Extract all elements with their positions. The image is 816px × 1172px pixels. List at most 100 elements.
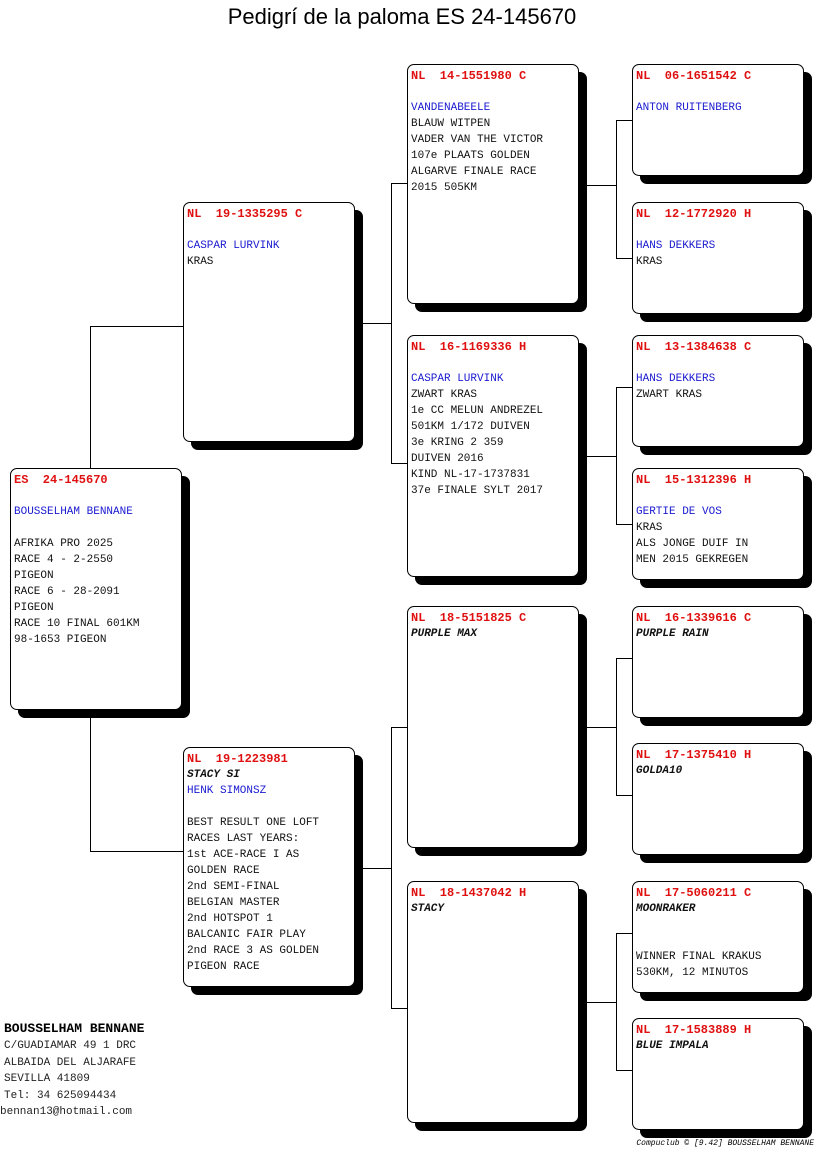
pigeon-note: DUIVEN 2016 [411, 453, 484, 465]
pigeon-note [636, 933, 800, 949]
pigeon-note: PIGEON [14, 570, 54, 582]
connector-line [391, 1008, 407, 1009]
pigeon-note [411, 84, 575, 100]
connector-line [616, 120, 617, 259]
pigeon-note: 107e PLAATS GOLDEN [411, 150, 530, 162]
ring-number: NL 16-1339616 C [636, 611, 752, 625]
breeder-address-line: ALBAIDA DEL ALJARAFE [4, 1056, 137, 1069]
breeder-name: HENK SIMONSZ [187, 785, 267, 797]
connector-line [616, 658, 632, 659]
connector-line [616, 658, 617, 796]
pigeon-name: STACY [411, 903, 445, 915]
ring-number: NL 13-1384638 C [636, 340, 752, 354]
connector-line [616, 795, 632, 796]
pigeon-note: BELGIAN MASTER [187, 897, 280, 909]
ring-number: NL 17-1375410 H [636, 748, 752, 762]
pigeon-note: 2nd SEMI-FINAL [187, 881, 280, 893]
pigeon-note: ALGARVE FINALE RACE [411, 166, 537, 178]
breeder-name: BOUSSELHAM BENNANE [14, 506, 133, 518]
pigeon-note: 2015 505KM [411, 182, 478, 194]
pigeon-note: 2nd RACE 3 AS GOLDEN [187, 945, 320, 957]
pigeon-name: BLUE IMPALA [636, 1040, 709, 1052]
connector-line [616, 120, 632, 121]
connector-line [357, 323, 391, 324]
connector-line [581, 727, 616, 728]
pigeon-note: BLAUW WITPEN [411, 118, 491, 130]
connector-line [581, 1002, 616, 1003]
connector-line [581, 185, 616, 186]
ring-number: NL 16-1169336 H [411, 340, 527, 354]
ring-number: NL 17-5060211 C [636, 886, 752, 900]
pigeon-note [187, 799, 351, 815]
pigeon-note: BALCANIC FAIR PLAY [187, 929, 306, 941]
pigeon-note [636, 84, 800, 100]
pigeon-note: RACES LAST YEARS: [187, 833, 300, 845]
pigeon-card-ggparent[interactable]: NL 17-1583889 H BLUE IMPALA [632, 1018, 804, 1130]
connector-line [616, 933, 632, 934]
breeder-email: bennan13@hotmail.com [0, 1106, 133, 1118]
breeder-address-line: SEVILLA 41809 [4, 1073, 90, 1085]
pigeon-note: KRAS [187, 256, 214, 268]
pigeon-note: KIND NL-17-1737831 [411, 469, 530, 481]
pigeon-note: 2nd HOTSPOT 1 [187, 913, 273, 925]
ring-number: NL 06-1651542 C [636, 69, 752, 83]
pigeon-name: GOLDA10 [636, 765, 683, 777]
pigeon-note [14, 488, 178, 504]
pigeon-note [636, 488, 800, 504]
connector-line [616, 524, 632, 525]
breeder-name: CASPAR LURVINK [411, 373, 504, 385]
pigeon-card-ggparent[interactable]: NL 13-1384638 C HANS DEKKERS ZWART KRAS [632, 335, 804, 447]
breeder-phone: Tel: 34 625094434 [4, 1089, 117, 1102]
pigeon-name: MOONRAKER [636, 903, 696, 915]
page-title: Pedigrí de la paloma ES 24-145670 [227, 4, 577, 29]
pigeon-note: MEN 2015 GEKREGEN [636, 554, 749, 566]
ring-number: NL 19-1223981 [187, 752, 288, 766]
pigeon-note: KRAS [636, 522, 663, 534]
pigeon-note: AFRIKA PRO 2025 [14, 538, 114, 550]
pigeon-note: 98-1653 PIGEON [14, 634, 107, 646]
pigeon-card-dam-dam[interactable]: NL 18-1437042 H STACY [407, 881, 579, 1123]
pigeon-note: ZWART KRAS [636, 389, 703, 401]
pigeon-note: VADER VAN THE VICTOR [411, 134, 544, 146]
ring-number: NL 19-1335295 C [187, 207, 303, 221]
pigeon-note: GOLDEN RACE [187, 865, 260, 877]
connector-line [90, 326, 183, 327]
pigeon-note: PIGEON RACE [187, 961, 260, 973]
connector-line [90, 851, 183, 852]
pigeon-note: RACE 6 - 28-2091 [14, 586, 120, 598]
ring-number: NL 15-1312396 H [636, 473, 752, 487]
pigeon-note: KRAS [636, 256, 663, 268]
pigeon-card-sire-dam[interactable]: NL 16-1169336 H CASPAR LURVINK ZWART KRAS 1… [407, 335, 579, 577]
connector-line [391, 183, 392, 464]
pigeon-note: BEST RESULT ONE LOFT [187, 817, 320, 829]
pigeon-note [636, 355, 800, 371]
breeder-info: BOUSSELHAM BENNANE C/GUADIAMAR 49 1 DRC … [0, 1020, 144, 1121]
connector-line [616, 387, 632, 388]
pigeon-note: 530KM, 12 MINUTOS [636, 967, 749, 979]
breeder-name: HANS DEKKERS [636, 373, 716, 385]
pigeon-card-ggparent[interactable]: NL 17-1375410 H GOLDA10 [632, 743, 804, 855]
ring-number: NL 17-1583889 H [636, 1023, 752, 1037]
ring-number: NL 18-1437042 H [411, 886, 527, 900]
pigeon-note: ZWART KRAS [411, 389, 478, 401]
pigeon-card-ggparent[interactable]: NL 16-1339616 C PURPLE RAIN [632, 606, 804, 718]
connector-line [391, 463, 407, 464]
connector-line [391, 727, 407, 728]
pigeon-note: 501KM 1/172 DUIVEN [411, 421, 530, 433]
pigeon-note: RACE 4 - 2-2550 [14, 554, 114, 566]
pigeon-name: PURPLE RAIN [636, 628, 709, 640]
pigeon-note: 1e CC MELUN ANDREZEL [411, 405, 544, 417]
pigeon-note [411, 355, 575, 371]
connector-line [616, 387, 617, 525]
pigeon-note: RACE 10 FINAL 601KM [14, 618, 140, 630]
pigeon-note: 3e KRING 2 359 [411, 437, 504, 449]
